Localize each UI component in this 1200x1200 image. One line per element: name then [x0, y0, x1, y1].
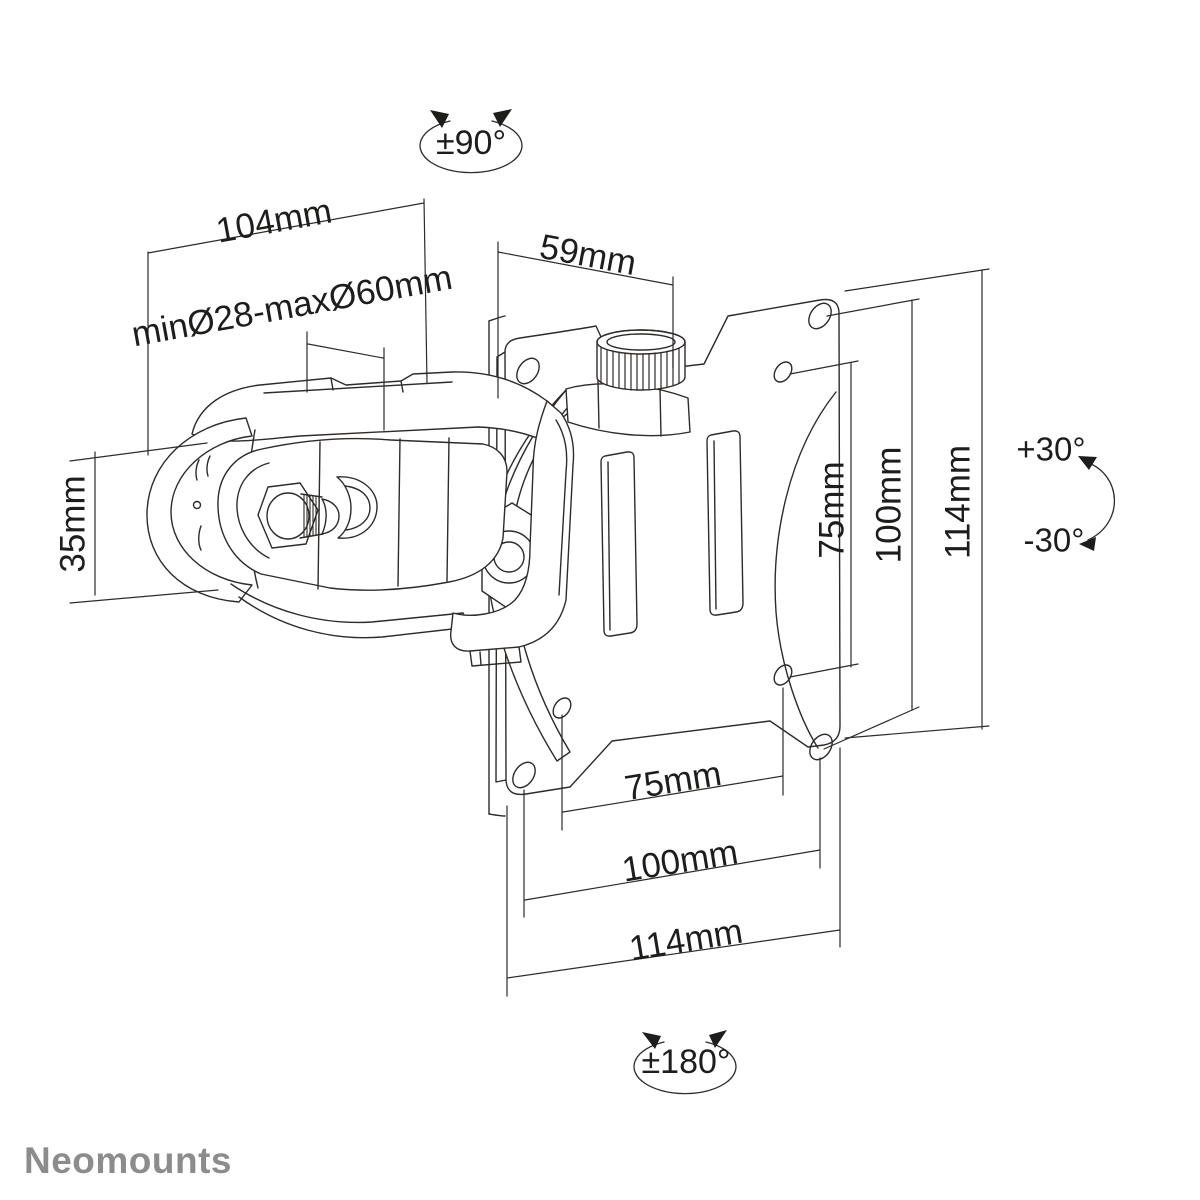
- clamp-bolt: [257, 482, 340, 549]
- dim-clamp-height-lines: [69, 442, 219, 604]
- dimension-lines: [69, 198, 990, 997]
- plate-slots: [600, 430, 744, 637]
- clamp-back-ring: [146, 417, 253, 603]
- clamp-right-bracket: [449, 400, 575, 667]
- rotation-symbols: [419, 109, 1116, 1095]
- thumbscrew: [565, 329, 691, 437]
- dim-arm-length-lines: [147, 198, 428, 456]
- dim-vesa-vertical-lines: [789, 268, 990, 750]
- rotation-symbol-swivel: [419, 109, 523, 174]
- dim-label-rotation-swivel: ±90°: [435, 124, 507, 162]
- brand-logo: Neomounts: [24, 1140, 232, 1181]
- dim-plate-offset-lines: [497, 241, 674, 399]
- dim-label-plate-height-114: 114mm: [938, 444, 978, 560]
- dim-label-tilt-down: -30°: [1023, 521, 1085, 559]
- rear-bracket-curve: [774, 391, 837, 749]
- rotation-symbol-tilt: [1078, 456, 1116, 551]
- pole-clamp: [146, 371, 575, 667]
- dim-label-vesa-vertical-100: 100mm: [869, 446, 909, 564]
- clamp-d-cutout: [336, 476, 378, 539]
- clamp-body: [217, 437, 508, 591]
- dim-pole-range-lines: [306, 331, 385, 431]
- dim-label-tilt-up: +30°: [1016, 430, 1086, 468]
- dim-label-vesa-vertical-75: 75mm: [812, 461, 852, 559]
- dim-label-clamp-height: 35mm: [53, 475, 93, 573]
- dim-vesa-horizontal-lines: [506, 687, 841, 997]
- dim-label-rotation-roll: ±180°: [641, 1043, 731, 1081]
- rotation-symbol-roll: [633, 1030, 737, 1095]
- plate-corner-holes: [512, 302, 833, 789]
